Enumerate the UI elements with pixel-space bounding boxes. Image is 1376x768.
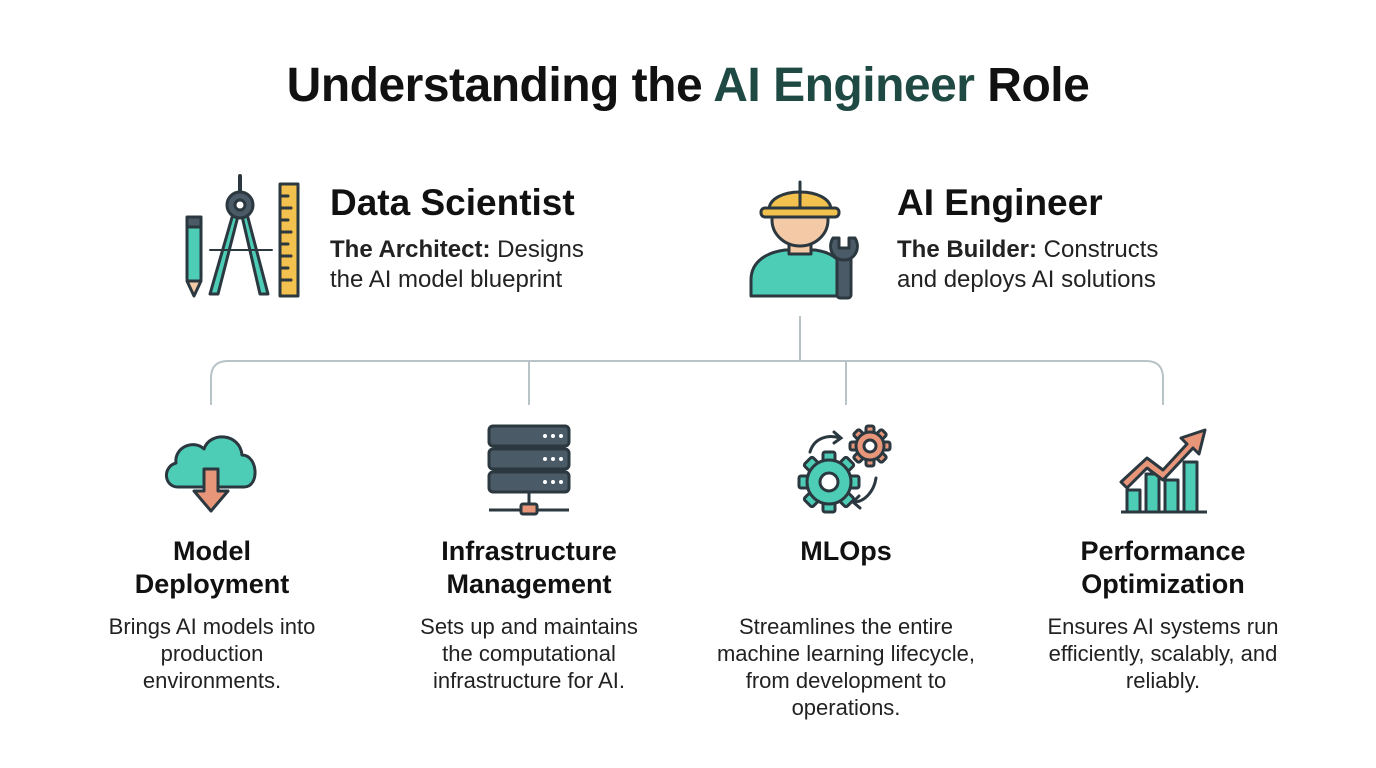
title-prefix: Understanding the xyxy=(286,59,714,112)
task-desc-line: efficiently, scalably, and xyxy=(1048,641,1278,666)
task-title-line1: Infrastructure xyxy=(441,536,617,566)
server-stack-icon xyxy=(487,424,571,516)
task-title-line2: Management xyxy=(446,569,612,599)
task-desc-line: the computational xyxy=(442,641,616,666)
role-name-data-scientist: Data Scientist xyxy=(330,182,575,223)
task-title-mlops: MLOps xyxy=(696,535,996,568)
task-title-line1: Model xyxy=(173,536,251,566)
task-title-line1: MLOps xyxy=(800,536,892,566)
role-label-architect: The Architect: xyxy=(330,236,491,263)
task-desc-line: infrastructure for AI. xyxy=(433,668,625,693)
role-name-ai-engineer: AI Engineer xyxy=(897,182,1103,223)
title-suffix: Role xyxy=(974,59,1090,112)
task-desc-line: production xyxy=(160,641,264,666)
task-title-line2: Optimization xyxy=(1081,569,1245,599)
engineer-hardhat-icon xyxy=(749,180,859,300)
task-title-model-deployment: Model Deployment xyxy=(62,535,362,601)
task-desc-line: Ensures AI systems run xyxy=(1047,614,1279,639)
task-title-performance-optimization: Performance Optimization xyxy=(1013,535,1313,601)
gears-cycle-icon xyxy=(797,424,892,514)
task-desc-line: Sets up and maintains xyxy=(420,614,638,639)
role-desc-line2: and deploys AI solutions xyxy=(897,266,1156,293)
cloud-download-icon xyxy=(165,435,257,513)
role-desc-line2: the AI model blueprint xyxy=(330,266,563,293)
role-label-builder: The Builder: xyxy=(897,236,1038,263)
title-accent: AI Engineer xyxy=(713,59,975,112)
role-desc-line1: Constructs xyxy=(1037,236,1159,263)
task-desc-line: from development to xyxy=(745,668,947,693)
growth-chart-icon xyxy=(1119,428,1207,514)
task-desc-line: environments. xyxy=(142,668,282,693)
task-desc-line: machine learning lifecycle, xyxy=(716,641,976,666)
task-desc-performance-optimization: Ensures AI systems run efficiently, scal… xyxy=(1013,613,1313,694)
task-desc-line: operations. xyxy=(791,695,901,720)
role-desc-data-scientist: The Architect: Designs the AI model blue… xyxy=(330,235,584,295)
task-title-infrastructure-management: Infrastructure Management xyxy=(379,535,679,601)
page-title: Understanding the AI Engineer Role xyxy=(0,58,1376,113)
task-desc-infrastructure-management: Sets up and maintains the computational … xyxy=(379,613,679,694)
task-desc-line: reliably. xyxy=(1125,668,1201,693)
drafting-tools-icon xyxy=(185,174,300,298)
task-title-line1: Performance xyxy=(1080,536,1246,566)
task-desc-line: Brings AI models into xyxy=(108,614,316,639)
task-desc-mlops: Streamlines the entire machine learning … xyxy=(696,613,996,721)
task-title-line2: Deployment xyxy=(134,569,290,599)
task-desc-line: Streamlines the entire xyxy=(739,614,953,639)
role-desc-line1: Designs xyxy=(490,236,584,263)
role-desc-ai-engineer: The Builder: Constructs and deploys AI s… xyxy=(897,235,1158,295)
task-desc-model-deployment: Brings AI models into production environ… xyxy=(62,613,362,694)
